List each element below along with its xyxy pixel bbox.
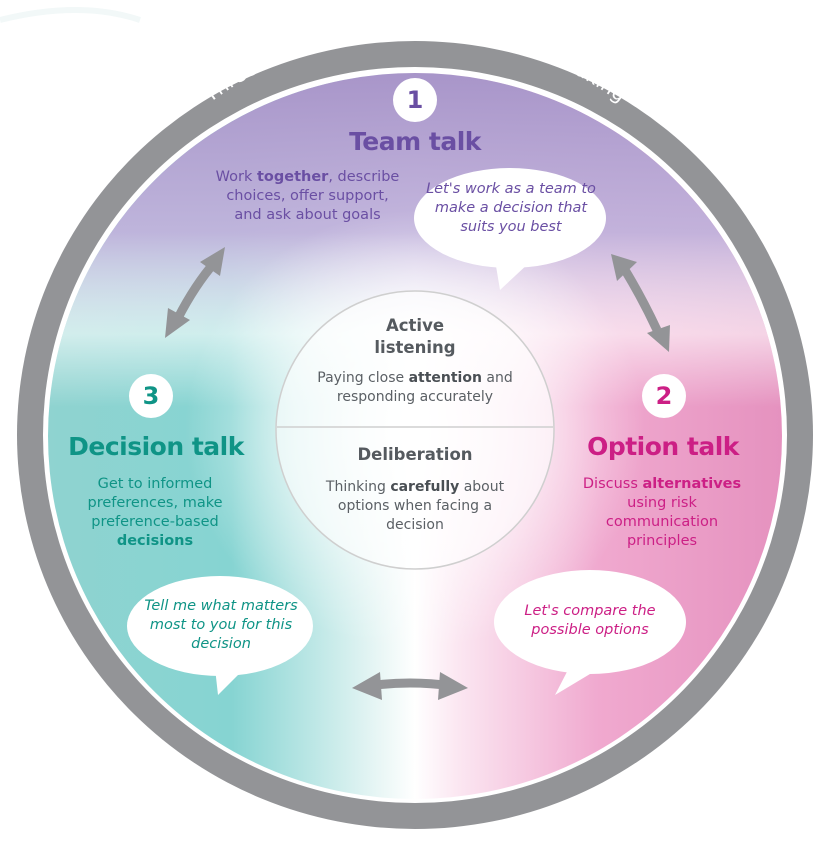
team-talk-title: Team talk xyxy=(349,127,481,156)
decision-talk-bubble xyxy=(127,576,313,695)
decision-talk-title: Decision talk xyxy=(68,432,244,461)
team-talk-bubble xyxy=(414,168,606,290)
team-decision-arrow xyxy=(165,247,225,338)
stage-3-number-badge: 3 xyxy=(129,374,173,418)
option-talk-quote: Let's compare the possible options xyxy=(524,603,656,638)
option-talk-title: Option talk xyxy=(587,432,739,461)
deliberation-title: Deliberation xyxy=(357,445,473,464)
option-talk-bubble xyxy=(494,570,686,695)
option-decision-arrow xyxy=(352,672,468,700)
stage-1-number-badge: 1 xyxy=(393,78,437,122)
active-listening-description: Paying close attention and responding ac… xyxy=(317,370,513,405)
stage-2-number-badge: 2 xyxy=(642,374,686,418)
team-talk-description: Work together, describe choices, offer s… xyxy=(215,169,400,223)
center-circle xyxy=(275,290,555,570)
option-talk-description: Discuss alternatives using risk communic… xyxy=(582,476,742,549)
decision-talk-description: Get to informed preferences, make prefer… xyxy=(87,476,223,549)
deliberation-description: Thinking carefully about options when fa… xyxy=(325,479,505,533)
team-talk-quote: Let's work as a team to make a decision … xyxy=(426,181,596,235)
team-option-arrow xyxy=(611,254,670,352)
decision-talk-quote: Tell me what matters most to you for thi… xyxy=(144,598,298,652)
background-decoration xyxy=(0,7,141,23)
